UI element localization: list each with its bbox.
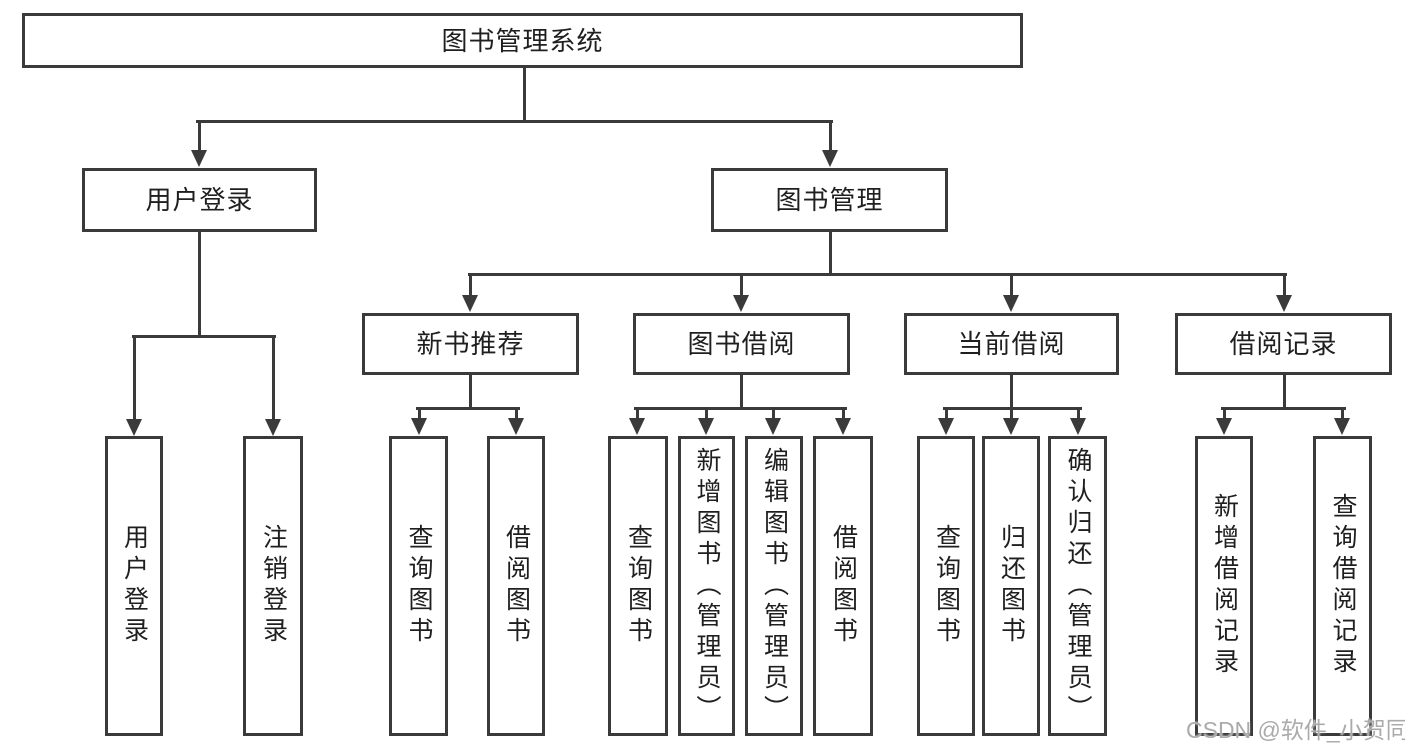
connector-line-vertical: [468, 375, 472, 409]
arrow-down-icon: [462, 295, 478, 312]
arrow-down-icon: [938, 418, 954, 435]
leaf-current-query-books: 查询图书: [917, 436, 975, 736]
arrow-down-icon: [1070, 418, 1086, 435]
arrow-down-icon: [822, 150, 838, 167]
connector-arrow-stem: [468, 274, 472, 297]
connector-line-horizontal: [131, 334, 276, 338]
connector-arrow-stem: [1009, 408, 1013, 420]
leaf-logout: 注销登录: [243, 436, 303, 736]
node-current-borrowing: 当前借阅: [904, 313, 1119, 375]
leaf-current-confirm-return-admin: 确认归还（管理员）: [1048, 436, 1107, 736]
connector-line-horizontal: [633, 406, 847, 410]
leaf-borrowing-edit-books-admin: 编辑图书（管理员）: [745, 436, 803, 736]
connector-line-vertical: [828, 232, 832, 275]
leaf-user-login: 用户登录: [105, 436, 163, 736]
leaf-borrowing-borrow-books: 借阅图书: [813, 436, 873, 736]
arrow-down-icon: [1334, 418, 1350, 435]
arrow-down-icon: [1003, 295, 1019, 312]
connector-arrow-stem: [635, 408, 639, 420]
connector-arrow-stem: [1076, 408, 1080, 420]
connector-line-vertical: [197, 232, 201, 337]
connector-arrow-stem: [514, 408, 518, 420]
arrow-down-icon: [191, 150, 207, 167]
arrow-down-icon: [765, 418, 781, 435]
node-borrowing-records: 借阅记录: [1175, 313, 1392, 375]
leaf-records-add-record: 新增借阅记录: [1195, 436, 1253, 736]
connector-arrow-stem: [1222, 408, 1226, 420]
connector-line-horizontal: [415, 406, 520, 410]
connector-arrow-stem: [771, 408, 775, 420]
arrow-down-icon: [1276, 295, 1292, 312]
connector-arrow-stem: [739, 274, 743, 297]
leaf-borrowing-add-books-admin: 新增图书（管理员）: [678, 436, 735, 736]
connector-arrow-stem: [132, 336, 136, 421]
arrow-down-icon: [411, 418, 427, 435]
connector-line-vertical: [1009, 375, 1013, 409]
connector-arrow-stem: [197, 121, 201, 152]
leaf-borrowing-query-books: 查询图书: [608, 436, 668, 736]
arrow-down-icon: [733, 295, 749, 312]
leaf-newbook-borrow-books: 借阅图书: [487, 436, 545, 736]
connector-line-horizontal: [1220, 406, 1346, 410]
arrow-down-icon: [1003, 418, 1019, 435]
arrow-down-icon: [126, 419, 142, 436]
arrow-down-icon: [265, 419, 281, 436]
connector-arrow-stem: [1340, 408, 1344, 420]
arrow-down-icon: [508, 418, 524, 435]
connector-arrow-stem: [841, 408, 845, 420]
connector-line-vertical: [739, 375, 743, 409]
arrow-down-icon: [835, 418, 851, 435]
connector-arrow-stem: [1282, 274, 1286, 297]
connector-line-horizontal: [467, 272, 1287, 276]
node-root-system: 图书管理系统: [22, 13, 1023, 68]
connector-arrow-stem: [828, 121, 832, 152]
leaf-records-query-record: 查询借阅记录: [1313, 436, 1372, 736]
connector-line-vertical: [1282, 375, 1286, 409]
node-book-management: 图书管理: [711, 168, 948, 232]
connector-arrow-stem: [704, 408, 708, 420]
connector-arrow-stem: [417, 408, 421, 420]
connector-arrow-stem: [944, 408, 948, 420]
connector-arrow-stem: [271, 336, 275, 421]
leaf-current-return-books: 归还图书: [982, 436, 1040, 736]
node-user-login: 用户登录: [82, 168, 317, 232]
watermark: CSDN @软件_小贺同学: [1186, 717, 1405, 743]
connector-line-vertical: [522, 68, 526, 123]
connector-arrow-stem: [1009, 274, 1013, 297]
node-new-book-recommend: 新书推荐: [362, 313, 579, 375]
arrow-down-icon: [698, 418, 714, 435]
leaf-newbook-query-books: 查询图书: [389, 436, 448, 736]
arrow-down-icon: [1216, 418, 1232, 435]
arrow-down-icon: [629, 418, 645, 435]
connector-line-horizontal: [195, 119, 833, 123]
node-book-borrowing: 图书借阅: [633, 313, 850, 375]
